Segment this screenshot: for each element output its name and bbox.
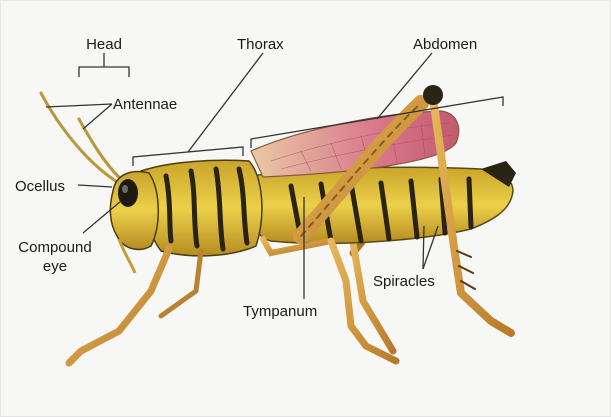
antennae-label: Antennae	[113, 96, 177, 113]
compound-eye-label-line1: Compound	[11, 239, 99, 256]
compound-eye-label-line2: eye	[11, 258, 99, 275]
head-shape	[110, 172, 158, 273]
ocellus-label: Ocellus	[15, 178, 65, 195]
abdomen-label: Abdomen	[413, 36, 477, 53]
tympanum-label: Tympanum	[243, 303, 317, 320]
front-legs	[69, 239, 331, 363]
spiracles-label: Spiracles	[373, 273, 435, 290]
knee-joint	[423, 85, 443, 105]
thorax-label: Thorax	[237, 36, 284, 53]
head-label: Head	[81, 36, 127, 53]
